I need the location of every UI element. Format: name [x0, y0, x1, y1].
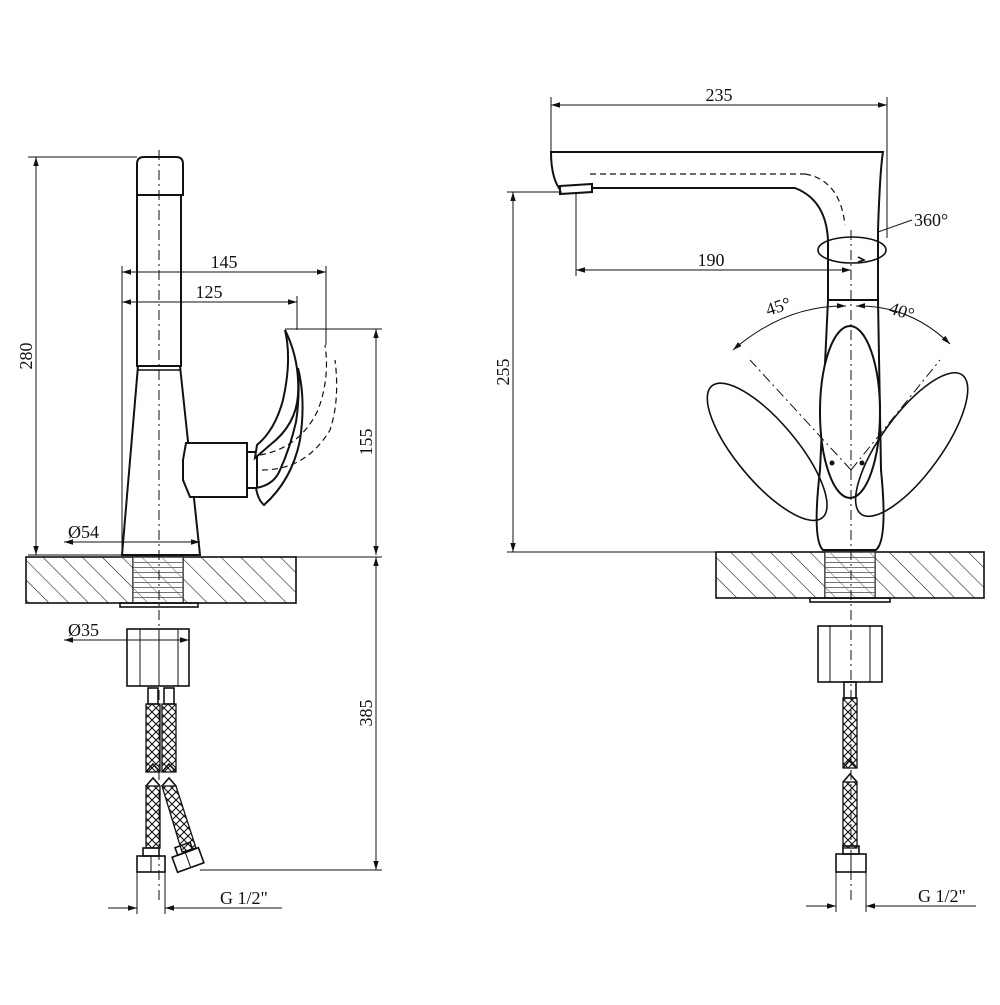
side-view: 280 145 125 155 Ø54 385 Ø35 G 1/2" — [16, 150, 382, 914]
dim-height-spout: 255 — [493, 359, 513, 386]
side-base-ring — [119, 602, 199, 608]
side-handle — [253, 329, 300, 461]
dim-width-outer: 145 — [211, 252, 238, 272]
front-base-ring — [809, 597, 891, 603]
side-hose-left — [145, 703, 161, 773]
front-view: 45° 40° 235 190 360° 255 — [493, 85, 985, 912]
front-handle — [819, 325, 881, 499]
front-hose — [842, 697, 858, 769]
front-mount-nut — [817, 625, 883, 683]
dim-below-counter: 385 — [356, 700, 376, 727]
dim-swivel: 360° — [914, 210, 948, 230]
side-lever-collar — [246, 451, 258, 489]
side-hose-right — [161, 703, 177, 773]
dim-connection-front: G 1/2" — [918, 886, 966, 906]
dim-width-total: 235 — [706, 85, 733, 105]
front-aerator — [559, 182, 593, 196]
front-swivel-ellipse — [817, 236, 887, 264]
side-mount-nut — [126, 628, 190, 687]
front-angle-arc-left — [732, 303, 847, 351]
dim-width-handle: 125 — [196, 282, 223, 302]
side-thread-background — [133, 557, 183, 603]
side-column-upper — [136, 194, 182, 367]
dim-connection-side: G 1/2" — [220, 888, 268, 908]
side-shank-thread — [132, 556, 184, 604]
side-hose-left-lower — [145, 785, 161, 849]
side-handle-open — [259, 344, 338, 471]
dim-shank-diameter: Ø35 — [68, 620, 99, 640]
dim-spout-reach: 190 — [698, 250, 725, 270]
side-handle-grip — [254, 367, 304, 507]
side-column-cap — [136, 156, 184, 196]
front-hose-lower — [842, 781, 858, 849]
front-handle-left — [706, 382, 828, 522]
side-lever-housing — [182, 442, 248, 498]
front-angle-arc-right — [855, 303, 951, 345]
dim-height-handle: 155 — [356, 429, 376, 456]
dim-height-total: 280 — [16, 343, 36, 370]
side-hose-right-lower — [161, 785, 197, 853]
dim-base-diameter: Ø54 — [68, 522, 99, 542]
front-handle-right — [854, 371, 969, 518]
angle-right-label: 40° — [887, 298, 917, 325]
front-spout — [549, 151, 885, 301]
